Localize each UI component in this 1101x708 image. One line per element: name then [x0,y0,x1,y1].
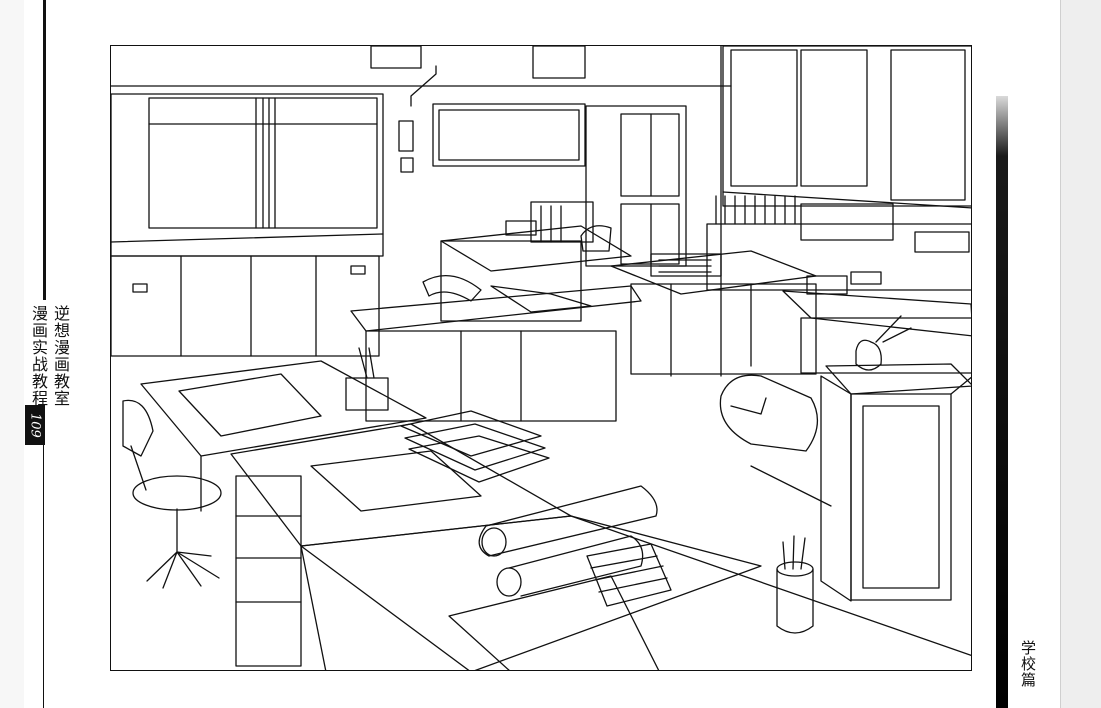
margin-rule-lower [43,430,44,708]
floor-lines [570,465,971,656]
viewer-right-margin [1061,0,1101,708]
margin-rule [43,0,46,300]
back-wall [111,46,732,377]
filing-cabinets-left [111,255,380,357]
right-desk-near [782,271,971,374]
right-margin-band [996,96,1008,708]
lectern-pillar [820,315,971,602]
book-title-line2: 漫画实战教程 [29,305,48,407]
section-label: 学校篇 [1019,640,1037,688]
front-desk-left [140,347,572,667]
viewer-left-margin [0,0,24,708]
pencil-cup [776,535,814,634]
center-desks-back [350,201,642,422]
staff-office-illustration [110,45,972,671]
chalkboard [111,93,384,257]
page-number: 109 [25,405,45,445]
windows-right [722,46,971,209]
front-desk-center [300,485,762,670]
bookshelf-cabinet [585,105,687,267]
right-shelving [706,195,971,291]
left-chair [122,399,222,589]
page-edge [1060,0,1061,708]
book-title-line1: 逆想漫画教室 [51,305,70,407]
bag-on-floor [719,374,818,452]
